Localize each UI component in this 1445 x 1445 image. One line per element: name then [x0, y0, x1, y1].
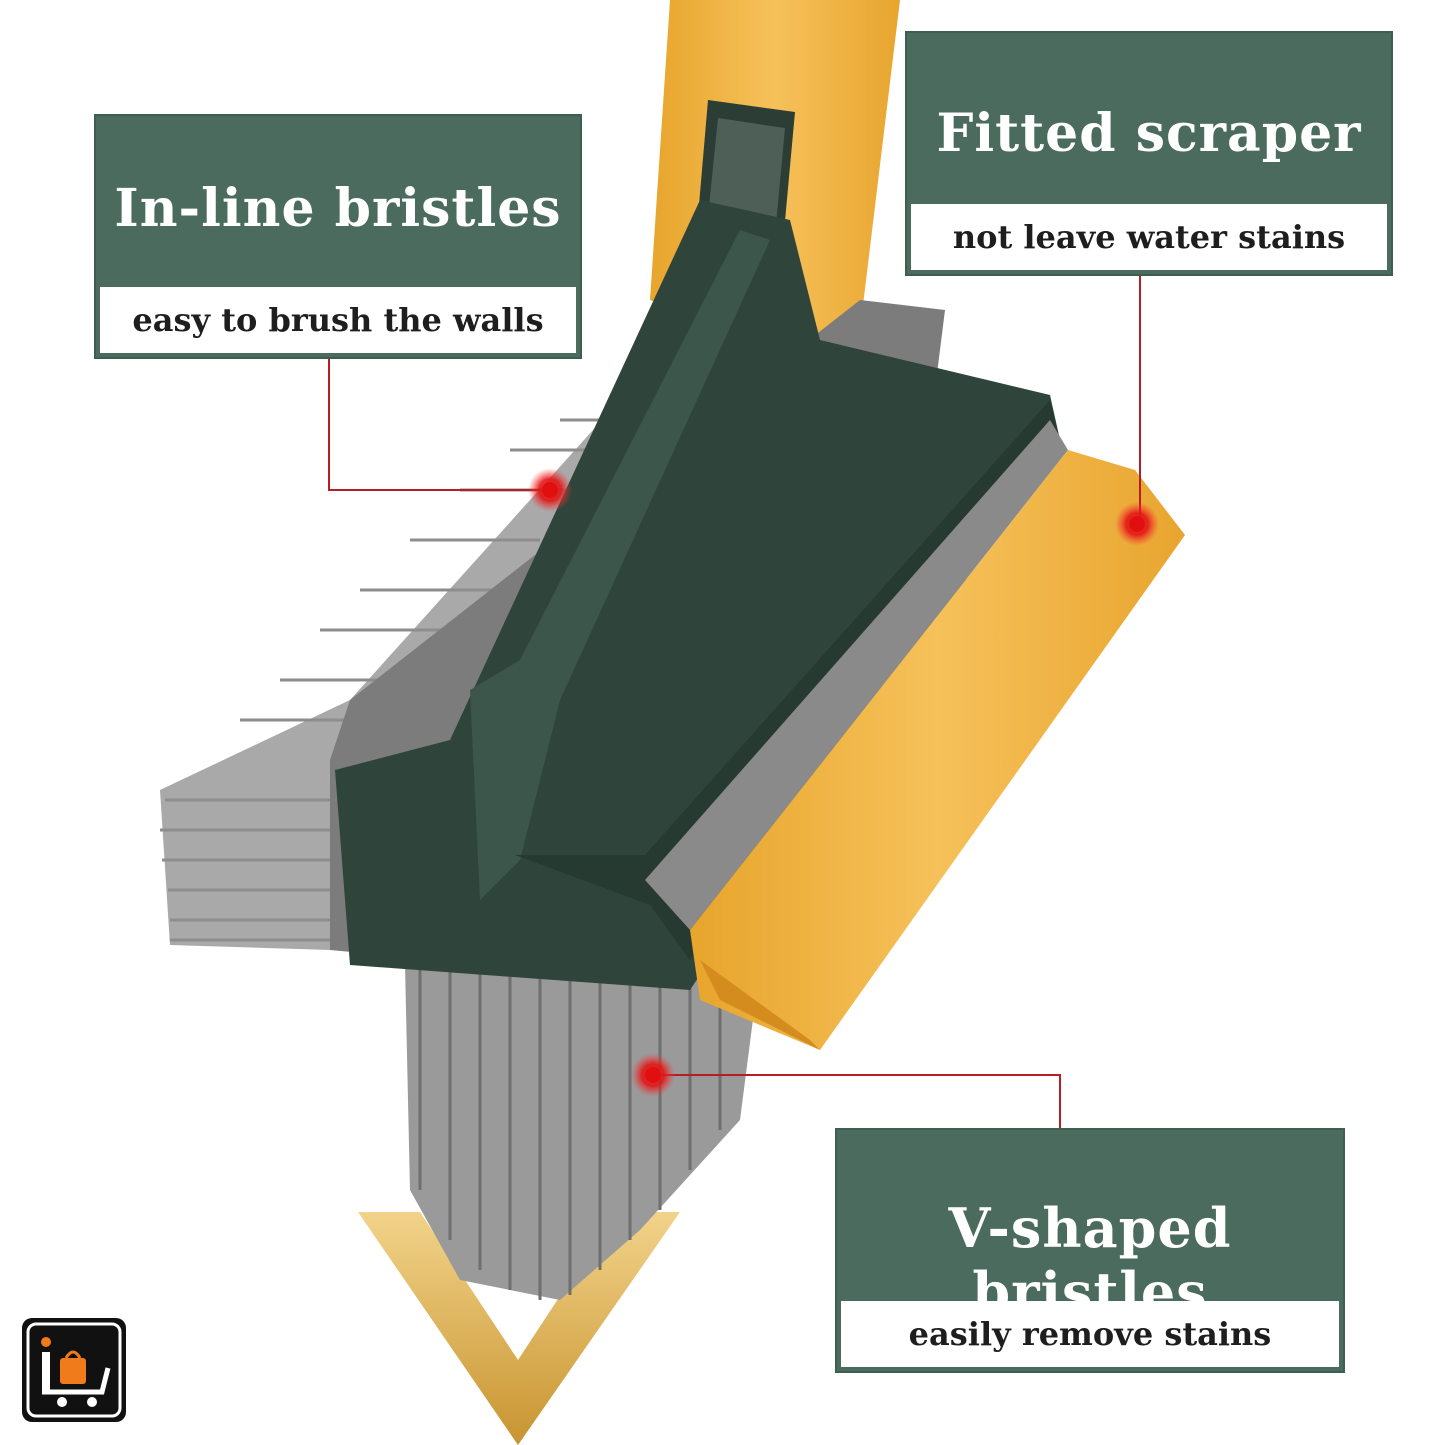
shopping-cart-bag-logo-icon	[22, 1318, 126, 1422]
callout-subtitle: not leave water stains	[911, 204, 1387, 270]
callout-inline-bristles: In-line bristles easy to brush the walls	[94, 114, 582, 359]
callout-subtitle: easy to brush the walls	[100, 287, 576, 353]
brush-head	[330, 200, 1185, 1050]
callout-subtitle: easily remove stains	[841, 1301, 1339, 1367]
red-marker-dots	[528, 468, 1159, 1097]
v-shaped-bristles	[405, 965, 760, 1300]
callout-title: Fitted scraper	[936, 103, 1362, 164]
callout-fitted-scraper: Fitted scraper not leave water stains	[905, 31, 1393, 276]
callout-v-shaped-bristles: V-shaped bristles easily remove stains	[835, 1128, 1345, 1373]
callout-connectors	[328, 276, 1141, 1128]
callout-title: In-line bristles	[114, 178, 562, 239]
v-chevron-down-icon	[358, 1212, 680, 1445]
